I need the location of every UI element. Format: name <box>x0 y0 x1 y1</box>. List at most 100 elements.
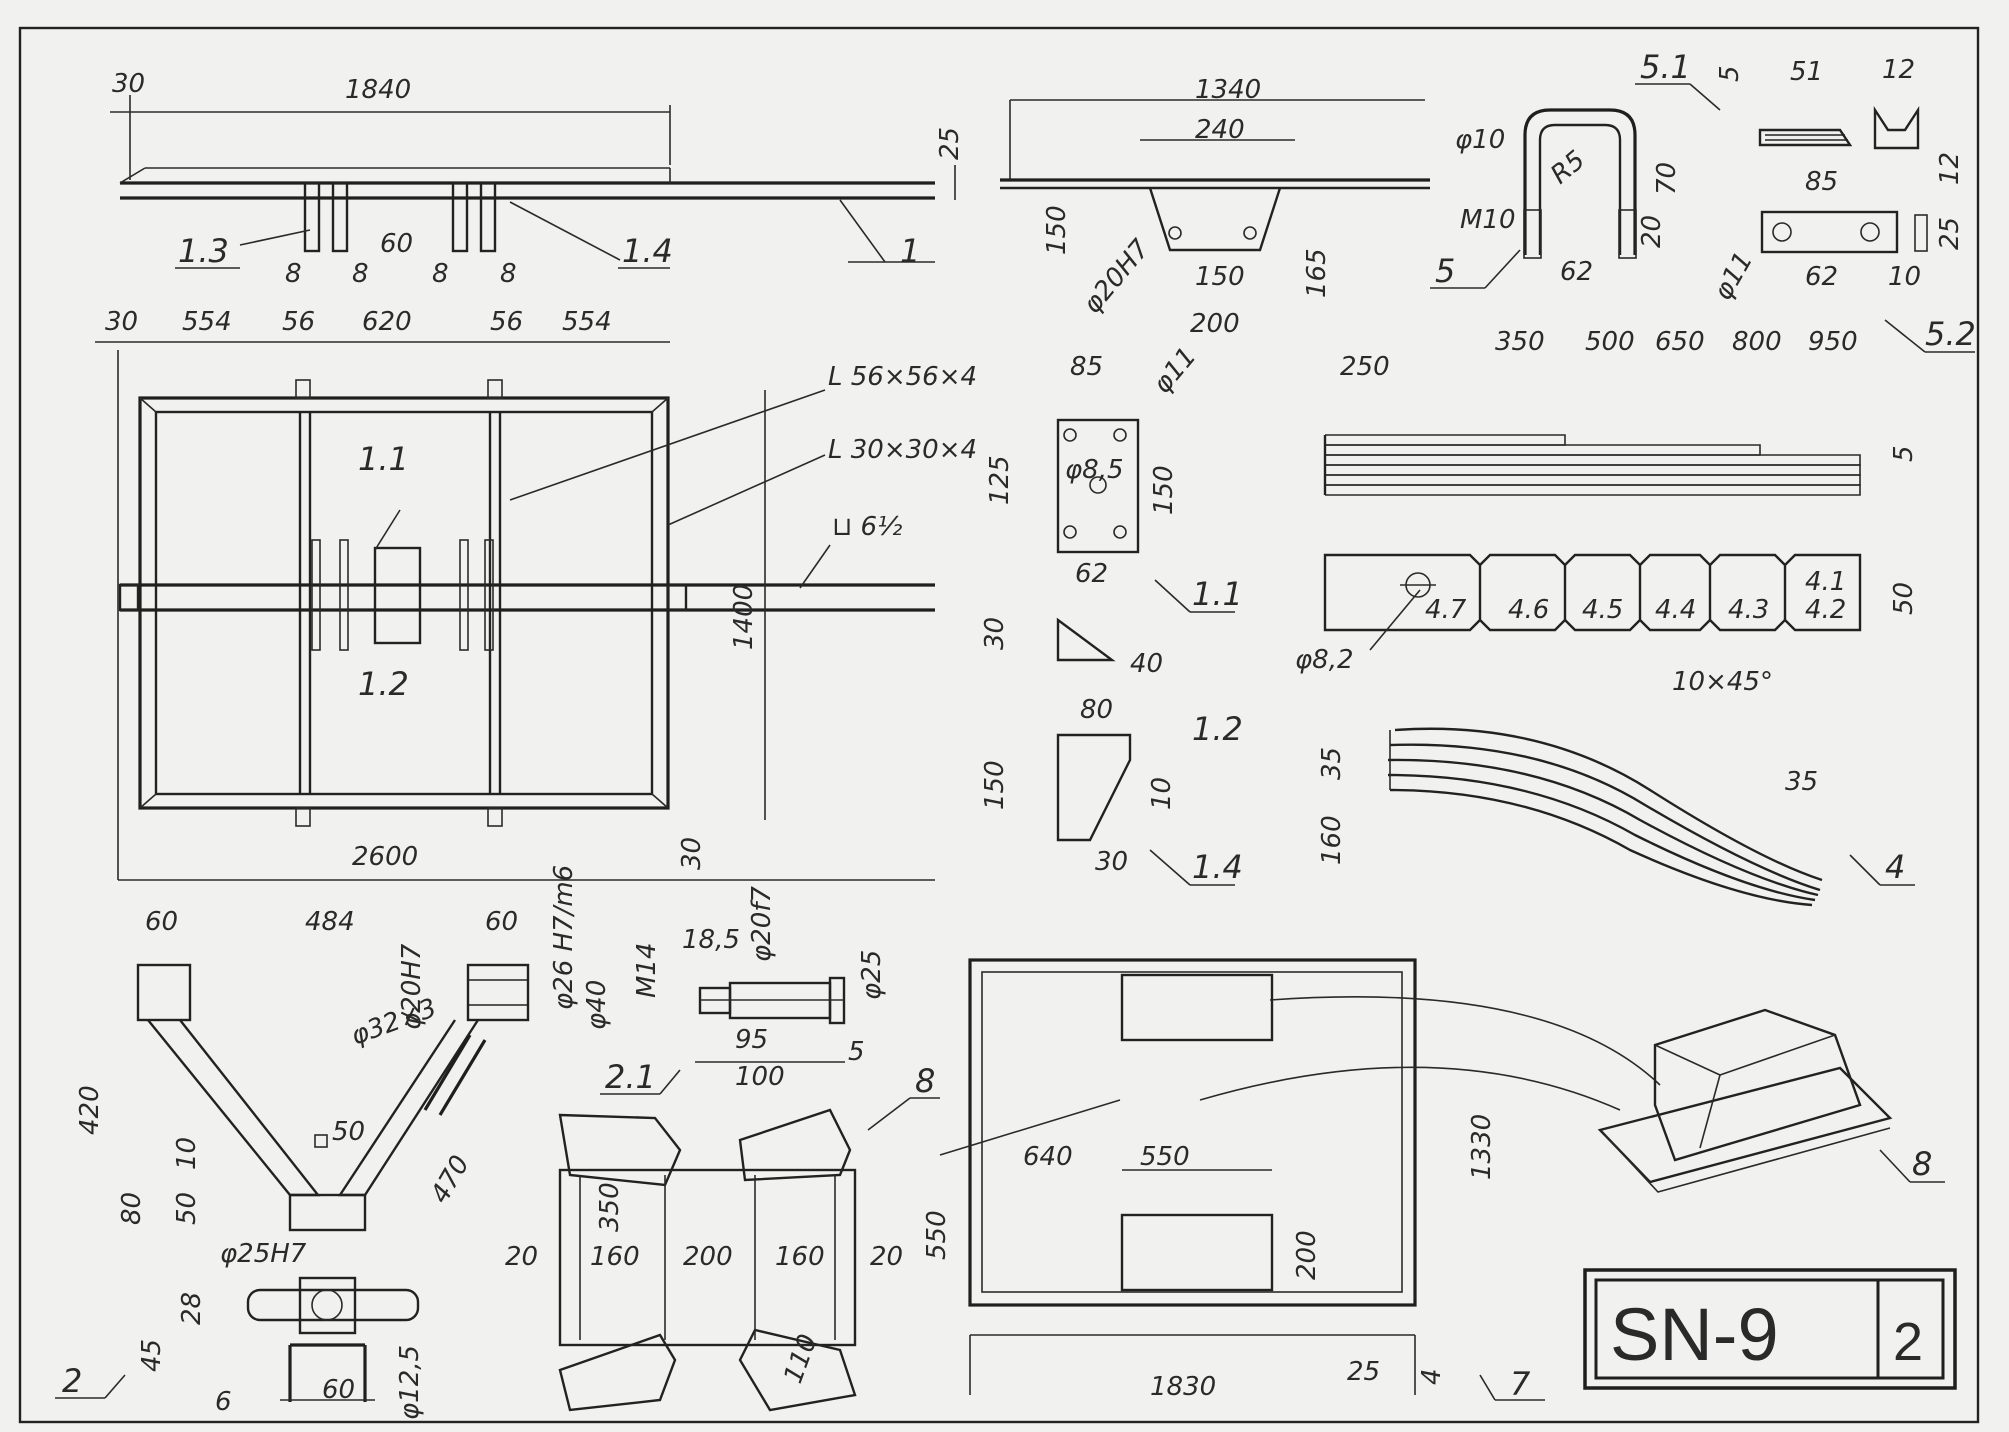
view-plate-1-1: 85 φ11 125 φ8,5 150 62 1.1 <box>985 342 1243 613</box>
dim-6: 6 <box>215 1387 232 1417</box>
dim-phi12-5: φ12,5 <box>395 1345 425 1420</box>
dim-8: 8 <box>432 259 449 289</box>
dim-phi20h7: φ20H7 <box>1077 234 1156 320</box>
dim-20: 20 <box>1637 215 1667 248</box>
dim-620: 620 <box>362 307 412 337</box>
dim-200: 200 <box>683 1242 733 1272</box>
dim-phi20f7: φ20f7 <box>747 886 777 962</box>
dim-30: 30 <box>677 837 707 870</box>
dim-56: 56 <box>282 307 315 337</box>
dim-60: 60 <box>485 907 518 937</box>
dim-8: 8 <box>285 259 302 289</box>
dim-phi11: φ11 <box>1708 247 1759 306</box>
dim-r5: R5 <box>1545 145 1591 190</box>
dim-1340: 1340 <box>1195 75 1261 105</box>
label-4-4: 4.4 <box>1655 595 1696 625</box>
dim-110: 110 <box>778 1330 823 1387</box>
dim-35: 35 <box>1317 747 1347 780</box>
dim-10: 10 <box>1147 777 1177 810</box>
view-spring-leaves: 250 350 500 650 800 950 5 <box>1323 327 1919 496</box>
dim-165: 165 <box>1302 248 1332 298</box>
dim-70: 70 <box>1652 162 1682 195</box>
dim-95: 95 <box>735 1025 768 1055</box>
dim-640: 640 <box>1023 1142 1073 1172</box>
dim-12: 12 <box>1882 55 1915 85</box>
dim-5: 5 <box>1889 445 1919 462</box>
part-label-2-1: 2.1 <box>605 1058 656 1096</box>
dim-62: 62 <box>1560 257 1593 287</box>
dim-40: 40 <box>1130 649 1163 679</box>
dim-8: 8 <box>500 259 517 289</box>
view-spring-curved: 35 160 35 4 <box>1317 727 1915 907</box>
dim-240: 240 <box>1195 115 1245 145</box>
dim-1400: 1400 <box>729 584 759 650</box>
dim-4: 4 <box>1417 1368 1447 1385</box>
dim-554: 554 <box>562 307 612 337</box>
part-label-1-3: 1.3 <box>178 232 229 270</box>
dim-80: 80 <box>1080 695 1113 725</box>
view-plate-5: 5.1 5 51 12 12 85 25 φ11 62 10 5.2 <box>1635 48 1976 353</box>
view-sheet-layout: 640 550 200 1330 1830 25 4 7 <box>939 958 1661 1403</box>
view-tray-isometric: 8 <box>1597 1008 1945 1193</box>
dim-60: 60 <box>322 1375 355 1405</box>
dim-20: 20 <box>870 1242 903 1272</box>
section-angle-56: L 56×56×4 <box>828 362 977 392</box>
dim-10: 10 <box>1888 262 1921 292</box>
dim-150: 150 <box>1195 262 1245 292</box>
view-spring-plan: 4.7 4.6 4.5 4.4 4.3 4.1 4.2 φ8,2 50 10×4… <box>1295 553 1919 697</box>
view-frame-side: 30 1840 25 60 8 8 8 8 1.3 1.4 1 <box>110 69 965 289</box>
dim-125: 125 <box>985 455 1015 505</box>
dim-250: 250 <box>1340 352 1390 382</box>
dim-62: 62 <box>1805 262 1838 292</box>
dim-200: 200 <box>1190 309 1240 339</box>
dim-30: 30 <box>1095 847 1128 877</box>
part-label-1-1: 1.1 <box>358 440 409 478</box>
dim-50: 50 <box>332 1117 365 1147</box>
part-label-8: 8 <box>1912 1145 1932 1183</box>
dim-phi10: φ10 <box>1455 125 1505 155</box>
dim-12: 12 <box>1935 152 1965 185</box>
dim-5: 5 <box>1715 65 1745 82</box>
dim-80: 80 <box>117 1192 147 1225</box>
dim-950: 950 <box>1808 327 1858 357</box>
dim-200: 200 <box>1292 1230 1322 1280</box>
dim-phi25h7: φ25H7 <box>220 1239 307 1269</box>
dim-1840: 1840 <box>345 75 411 105</box>
dim-20: 20 <box>505 1242 538 1272</box>
dim-5: 5 <box>848 1037 865 1067</box>
view-swing-arm: 60 484 60 420 φ32×3 φ20H7 φ40 φ26 H7/m6 … <box>55 865 612 1420</box>
dim-10: 10 <box>172 1137 202 1170</box>
dim-2600: 2600 <box>352 842 418 872</box>
dim-150: 150 <box>1042 205 1072 255</box>
dim-550: 550 <box>1140 1142 1190 1172</box>
dim-420: 420 <box>75 1085 105 1135</box>
view-gussets: 30 40 80 150 10 30 1.2 1.4 <box>980 617 1243 886</box>
title-block: SN-9 2 <box>1583 1268 1957 1390</box>
dim-85: 85 <box>1805 167 1838 197</box>
dim-470: 470 <box>425 1151 476 1209</box>
dim-28: 28 <box>177 1292 207 1325</box>
dim-phi8-5: φ8,5 <box>1065 455 1124 485</box>
dim-160: 160 <box>1317 815 1347 865</box>
dim-554: 554 <box>182 307 232 337</box>
part-label-1-4: 1.4 <box>622 232 673 270</box>
dim-160: 160 <box>590 1242 640 1272</box>
view-bracket: 1340 240 150 φ20H7 150 200 165 <box>1000 75 1430 339</box>
view-frame-plan: 30 554 56 620 56 554 L 56× <box>95 307 977 881</box>
dim-25: 25 <box>1347 1357 1380 1387</box>
dim-51: 51 <box>1790 57 1823 87</box>
dim-160: 160 <box>775 1242 825 1272</box>
part-label-5: 5 <box>1435 252 1455 290</box>
view-ubolt-5: φ10 R5 M10 70 20 62 5 <box>1430 108 1682 290</box>
dim-150: 150 <box>980 760 1010 810</box>
dim-50: 50 <box>172 1192 202 1225</box>
dim-85: 85 <box>1070 352 1103 382</box>
dim-484: 484 <box>305 907 355 937</box>
label-4-5: 4.5 <box>1582 595 1623 625</box>
dim-phi20h7: φ20H7 <box>397 943 427 1030</box>
view-tray-unfolded: 350 20 160 200 160 20 550 110 8 <box>505 1062 952 1412</box>
label-4-7: 4.7 <box>1425 595 1467 625</box>
dim-150: 150 <box>1149 465 1179 515</box>
dim-25: 25 <box>935 127 965 160</box>
